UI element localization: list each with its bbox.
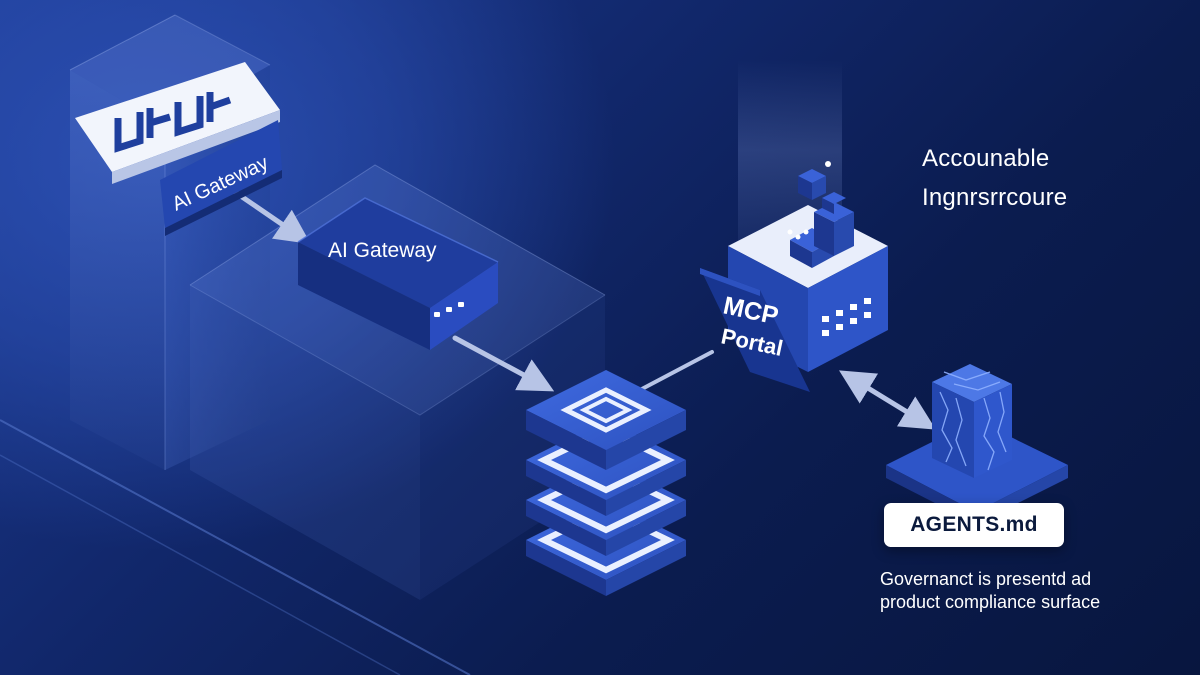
chip-icon bbox=[560, 387, 652, 433]
window-grid-icon bbox=[822, 298, 871, 336]
heading-line2: Ingnrsrrcoure bbox=[922, 184, 1068, 211]
code-glyph-icon bbox=[114, 92, 232, 153]
connector-gateway-to-server bbox=[452, 335, 555, 392]
agents-file-card: AGENTS.md bbox=[884, 503, 1064, 547]
cube-cluster-icon bbox=[787, 161, 854, 268]
crystal-block-icon bbox=[932, 364, 1012, 478]
connectors bbox=[229, 187, 936, 430]
mcp-portal: MCP Portal bbox=[700, 161, 888, 392]
server-layer-top bbox=[526, 370, 686, 470]
heading-line1: Accounable bbox=[922, 145, 1050, 172]
caption-line1: Governanct is presentd ad bbox=[880, 569, 1092, 589]
ai-gateway-device-label: AI Gateway bbox=[328, 239, 437, 262]
connector-portal-to-agents bbox=[839, 370, 936, 430]
caption-line2: product compliance surface bbox=[880, 592, 1101, 612]
chip-panel bbox=[75, 62, 280, 184]
agents-node bbox=[886, 364, 1068, 524]
connector-server-to-portal bbox=[638, 350, 714, 392]
connector-tag-to-gateway bbox=[229, 187, 311, 244]
server-stack bbox=[526, 370, 686, 596]
status-dots-icon bbox=[434, 302, 464, 317]
ai-gateway-device: AI Gateway bbox=[297, 197, 499, 350]
agents-file-label: AGENTS.md bbox=[910, 513, 1038, 536]
background-lines bbox=[0, 419, 471, 675]
